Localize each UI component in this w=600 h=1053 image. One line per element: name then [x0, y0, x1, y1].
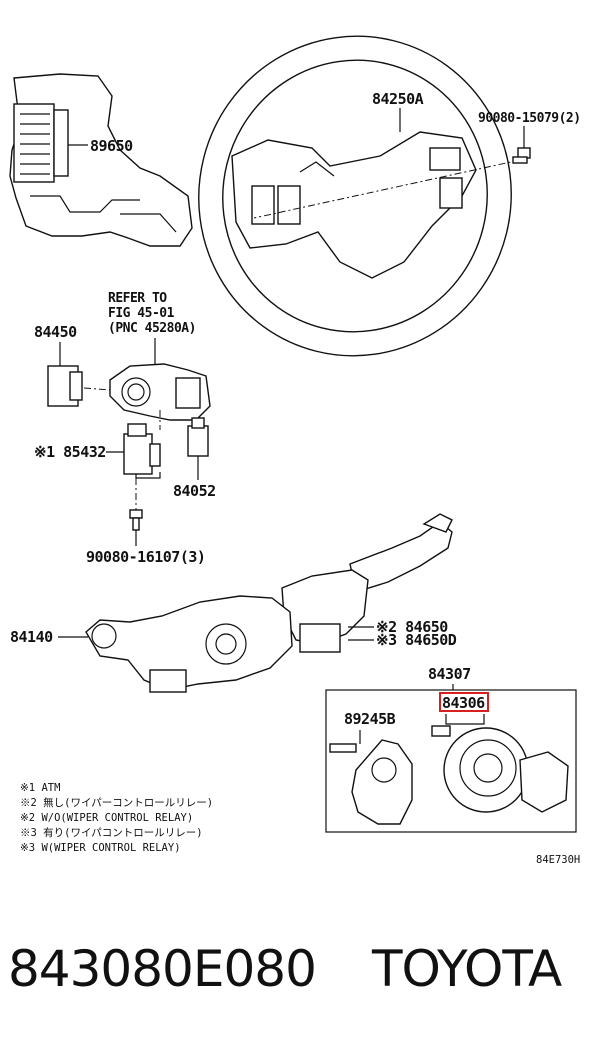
- label-89650: 89650: [90, 137, 133, 155]
- leader-84306: [445, 714, 485, 725]
- turn-signal-switch: [85, 595, 293, 693]
- note-3: ※2 W/O(WIPER CONTROL RELAY): [20, 812, 193, 824]
- label-85432: ※1 85432: [34, 443, 106, 461]
- sensor-85432: [123, 423, 161, 475]
- part-number: 843080E080: [8, 940, 317, 998]
- switch-84450: [47, 365, 83, 407]
- label-84650: ※2 84650: [376, 618, 448, 636]
- switch-84052: [187, 417, 209, 457]
- label-89245b: 89245B: [344, 710, 396, 728]
- kit-box-84307: [325, 689, 577, 833]
- refer-line-3: (PNC 45280A): [108, 321, 196, 336]
- spiral-cable: [431, 725, 569, 813]
- unlock-warning-switch-assy: [109, 363, 211, 421]
- label-84306: 84306: [442, 694, 485, 712]
- note-1: ※1 ATM: [20, 782, 60, 794]
- parts-diagram: 89650 84250A 90080-15079(2) REFER TO FIG…: [9, 35, 581, 866]
- axis-84450: [83, 387, 111, 391]
- label-90080-15079: 90080-15079(2): [478, 111, 581, 126]
- wiper-switch-stalk: [349, 513, 453, 593]
- label-84250a: 84250A: [372, 90, 424, 108]
- screw-90080-16107: [129, 509, 143, 531]
- highlight-84306: [439, 692, 489, 712]
- brand-name: TOYOTA: [372, 940, 562, 998]
- wiper-switch-body: [281, 569, 369, 653]
- label-84450: 84450: [34, 323, 77, 341]
- refer-line-2: FIG 45-01: [108, 306, 175, 321]
- note-5: ※3 W(WIPER CONTROL RELAY): [20, 842, 181, 854]
- diagram-code: 84E730H: [536, 854, 580, 866]
- label-90080-16107: 90080-16107(3): [86, 548, 205, 566]
- label-84307: 84307: [428, 665, 471, 683]
- label-84140: 84140: [10, 628, 53, 646]
- label-84052: 84052: [173, 482, 216, 500]
- steering-angle-sensor: [329, 739, 413, 825]
- label-84650d: ※3 84650D: [376, 631, 457, 649]
- note-4: ※3 有り(ワイパコントロールリレー): [20, 826, 203, 839]
- refer-line-1: REFER TO: [108, 291, 167, 306]
- axis-centerline: [253, 159, 521, 219]
- note-2: ※2 無し(ワイパーコントロールリレー): [20, 796, 213, 809]
- bracket-screws: [135, 472, 161, 479]
- steering-column-housing: [9, 73, 193, 247]
- footer: 843080E080 TOYOTA: [0, 905, 600, 1053]
- bolt-90080-15079: [512, 147, 531, 164]
